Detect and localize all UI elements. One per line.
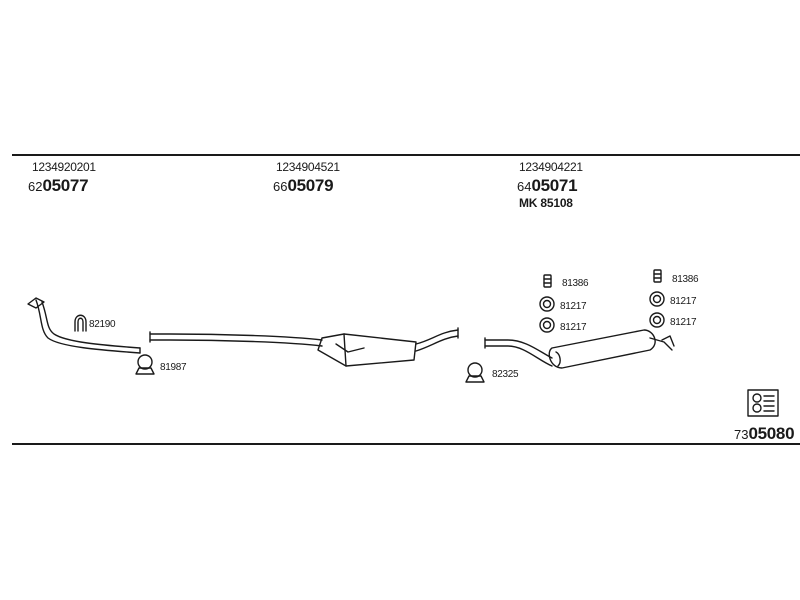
group-3-part-number[interactable]: 6405071	[517, 176, 578, 195]
group-3-mk-code: MK 85108	[519, 196, 573, 210]
kit-part-main: 05080	[748, 424, 795, 443]
label-clamp-2: 82325	[492, 369, 519, 380]
group-2-part-number[interactable]: 6605079	[273, 176, 334, 195]
group-1-part-prefix: 62	[28, 179, 43, 194]
front-pipe[interactable]	[27, 297, 141, 354]
label-ring-2b: 81217	[670, 317, 697, 328]
u-bolt-icon[interactable]	[74, 314, 87, 332]
group-2-part-main: 05079	[287, 176, 334, 195]
bottom-rule	[12, 443, 800, 445]
kit-icon	[747, 389, 779, 417]
group-2-code: 1234904521	[276, 160, 340, 174]
label-ring-2a: 81217	[670, 296, 697, 307]
label-clamp-1: 81987	[160, 362, 187, 373]
ring-icon[interactable]	[539, 296, 555, 312]
group-1-code: 1234920201	[32, 160, 96, 174]
group-3-part-prefix: 64	[517, 179, 532, 194]
ring-icon[interactable]	[539, 317, 555, 333]
top-rule	[12, 154, 800, 156]
rear-pipe-silencer[interactable]	[484, 329, 675, 369]
group-1-part-number[interactable]: 6205077	[28, 176, 89, 195]
group-2-part-prefix: 66	[273, 179, 288, 194]
mount-rubber-icon[interactable]	[653, 269, 662, 283]
clamp-icon[interactable]	[135, 354, 155, 375]
clamp-icon[interactable]	[465, 362, 485, 383]
label-u-bolt: 82190	[89, 319, 116, 330]
label-ring-1b: 81217	[560, 322, 587, 333]
kit-part-number[interactable]: 7305080	[734, 424, 795, 443]
label-ring-1a: 81217	[560, 301, 587, 312]
ring-icon[interactable]	[649, 291, 665, 307]
ring-icon[interactable]	[649, 312, 665, 328]
group-3-code: 1234904221	[519, 160, 583, 174]
middle-pipe-silencer[interactable]	[149, 327, 459, 367]
label-mount-rubber-2: 81386	[672, 274, 699, 285]
mount-rubber-icon[interactable]	[543, 274, 552, 288]
group-3-part-main: 05071	[531, 176, 578, 195]
group-1-part-main: 05077	[42, 176, 89, 195]
label-mount-rubber-1: 81386	[562, 278, 589, 289]
kit-part-prefix: 73	[734, 427, 749, 442]
